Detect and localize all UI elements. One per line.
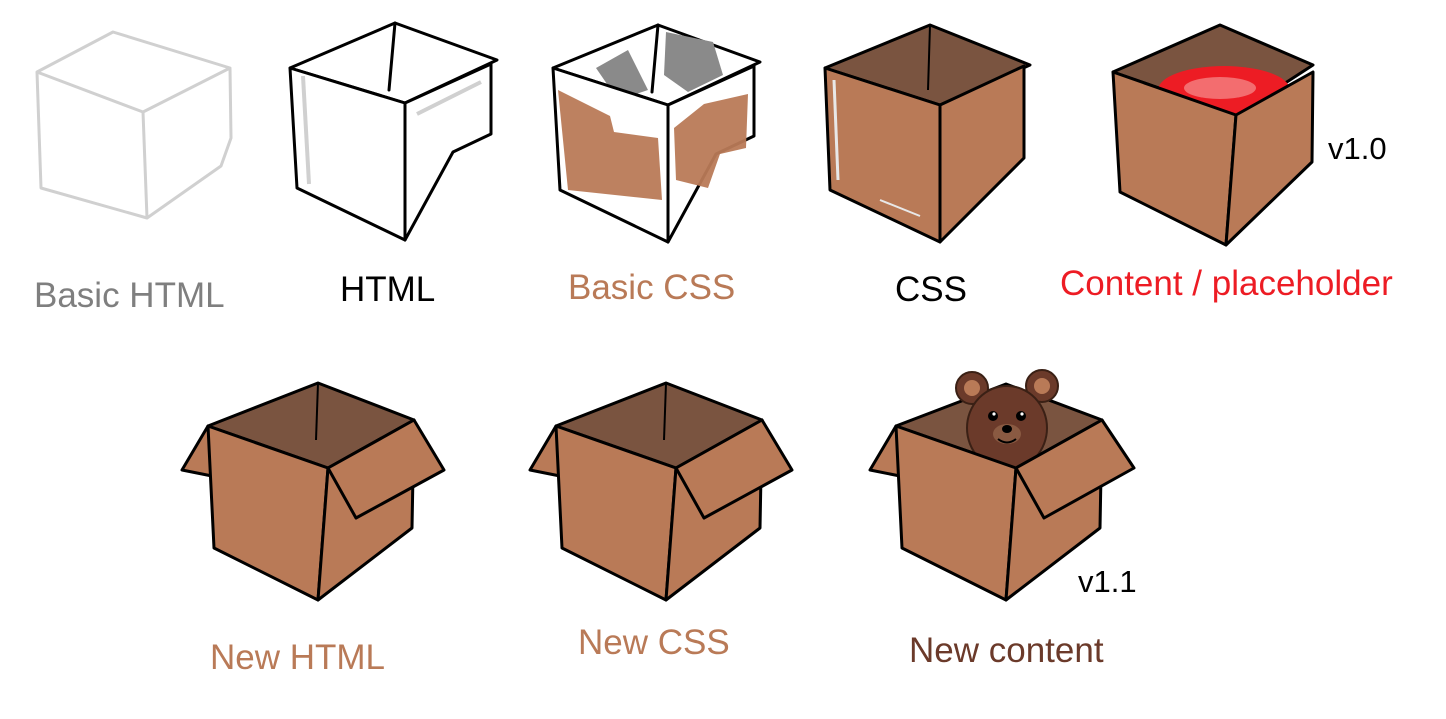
teddy-bear-icon bbox=[955, 369, 1059, 471]
version-label-v1-1: v1.1 bbox=[1078, 564, 1137, 599]
stage-label-new-html: New HTML bbox=[210, 638, 386, 677]
cardboard-box-icon bbox=[823, 23, 1032, 244]
sketch-cube-icon bbox=[35, 30, 233, 220]
stage-label-basic-html: Basic HTML bbox=[34, 276, 225, 315]
open-flaps-box-icon bbox=[528, 381, 794, 602]
stage-label-content-placeholder: Content / placeholder bbox=[1060, 264, 1393, 303]
stage-label-html: HTML bbox=[340, 270, 436, 309]
partially-painted-box-icon bbox=[551, 23, 762, 244]
stage-label-new-content: New content bbox=[909, 631, 1104, 670]
stage-label-basic-css: Basic CSS bbox=[568, 268, 736, 307]
box-with-teddy-bear-icon bbox=[868, 369, 1136, 602]
open-flaps-box-icon bbox=[180, 381, 446, 602]
stage-label-new-css: New CSS bbox=[578, 623, 730, 662]
outlined-box-icon bbox=[288, 21, 499, 242]
stage-label-css: CSS bbox=[895, 270, 967, 309]
version-label-v1-0: v1.0 bbox=[1328, 131, 1387, 166]
box-with-red-content-icon bbox=[1111, 23, 1315, 247]
